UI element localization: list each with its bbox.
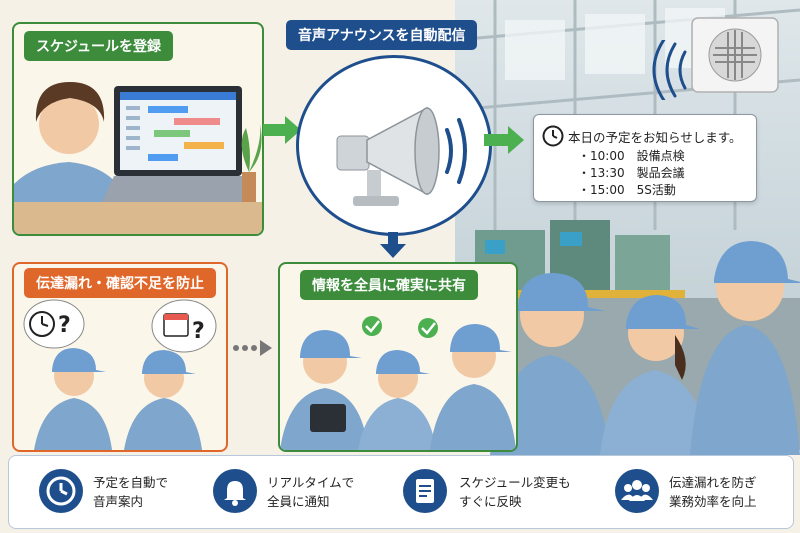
megaphone-circle: [296, 55, 492, 236]
feature-text: 予定を自動で音声案内: [93, 475, 169, 509]
team-icon: [615, 469, 659, 513]
arrow-right: [484, 126, 524, 158]
wall-speaker: [690, 14, 782, 96]
register-tag: スケジュールを登録: [24, 31, 174, 61]
feature-bar: 予定を自動で音声案内 リアルタイムで全員に通知 スケジュール変更もすぐに反映 伝…: [8, 455, 794, 529]
sound-waves-icon: [645, 36, 690, 104]
feature-text: 伝達漏れを防ぎ業務効率を向上: [669, 475, 757, 509]
document-icon: [403, 469, 447, 513]
announcement-item: ・15:00 5S活動: [578, 183, 676, 197]
svg-text:?: ?: [192, 319, 205, 344]
announcement-item: ・10:00 設備点検: [578, 149, 685, 163]
announcement-item: ・13:30 製品会議: [578, 166, 685, 180]
dotted-arrow: [232, 338, 272, 362]
feature-text: リアルタイムで全員に通知: [267, 475, 355, 509]
feature-item: 伝達漏れを防ぎ業務効率を向上: [599, 456, 793, 528]
share-tag: 情報を全員に確実に共有: [300, 270, 478, 300]
factory-workers: [470, 215, 800, 455]
feature-item: 予定を自動で音声案内: [9, 456, 199, 528]
announcement-heading: 本日の予定をお知らせします。: [568, 130, 742, 145]
announcement-bubble: 本日の予定をお知らせします。 ・10:00 設備点検 ・13:30 製品会議 ・…: [533, 114, 757, 202]
svg-text:?: ?: [58, 313, 71, 338]
clock-icon: [39, 469, 83, 513]
feature-item: スケジュール変更もすぐに反映: [395, 456, 599, 528]
arrow-down: [380, 232, 406, 262]
announce-tag: 音声アナウンスを自動配信: [286, 20, 478, 50]
clock-icon: [542, 125, 564, 147]
prevent-tag: 伝達漏れ・確認不足を防止: [24, 268, 216, 298]
arrow-right: [263, 116, 301, 148]
feature-item: リアルタイムで全員に通知: [199, 456, 395, 528]
feature-text: スケジュール変更もすぐに反映: [459, 475, 571, 509]
bell-icon: [213, 469, 257, 513]
